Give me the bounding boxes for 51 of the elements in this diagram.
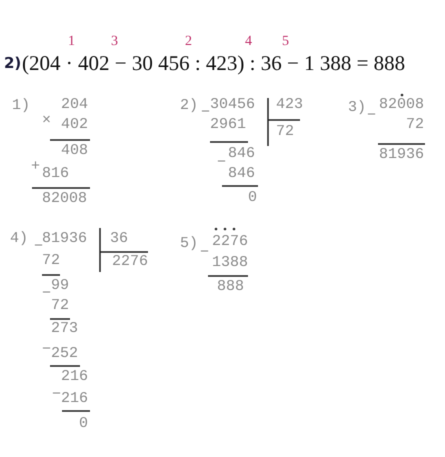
number: 0 bbox=[248, 190, 258, 205]
number: 81936 bbox=[42, 231, 88, 246]
step-label: 2) bbox=[180, 98, 198, 113]
number: 2961 bbox=[210, 117, 246, 132]
operation-sign: + bbox=[31, 159, 40, 174]
operation-sign: − bbox=[200, 245, 210, 260]
number: 2276 bbox=[112, 254, 148, 269]
number: 846 bbox=[228, 146, 256, 161]
number: 423 bbox=[276, 97, 304, 112]
number: 30456 bbox=[210, 97, 256, 112]
operation-sign: − bbox=[34, 239, 44, 254]
step-number: 2 bbox=[185, 35, 192, 49]
task-number: 2) bbox=[4, 56, 22, 71]
step-label: 1) bbox=[12, 98, 30, 113]
step-label: 4) bbox=[10, 231, 28, 246]
number: 273 bbox=[51, 321, 78, 336]
operation-sign: − bbox=[367, 108, 376, 123]
number: 36 bbox=[110, 231, 128, 246]
number: 816 bbox=[42, 166, 70, 181]
number: 82008 bbox=[42, 191, 88, 206]
operation-sign: − bbox=[201, 105, 210, 120]
number: 82008 bbox=[379, 97, 424, 112]
number: 216 bbox=[61, 369, 88, 384]
number: 72 bbox=[276, 124, 294, 139]
step-number: 1 bbox=[68, 35, 75, 49]
number: 1388 bbox=[212, 255, 248, 270]
step-number: 4 bbox=[245, 35, 252, 49]
operation-sign: − bbox=[217, 155, 226, 170]
operation-sign: − bbox=[42, 342, 52, 357]
number: 81936 bbox=[379, 147, 424, 162]
number: 72 bbox=[42, 253, 60, 268]
operation-sign: − bbox=[42, 286, 52, 301]
number: 216 bbox=[61, 391, 88, 406]
number: 72 bbox=[406, 117, 424, 132]
number: 72 bbox=[51, 298, 70, 313]
step-label: 5) bbox=[180, 236, 198, 251]
number: 252 bbox=[51, 346, 78, 361]
number: 99 bbox=[51, 278, 70, 293]
number: 402 bbox=[61, 117, 88, 132]
number: 846 bbox=[228, 166, 256, 181]
operation-sign: − bbox=[52, 387, 62, 402]
number: 408 bbox=[61, 143, 88, 158]
number: 204 bbox=[61, 97, 88, 112]
step-label: 3) bbox=[348, 100, 366, 115]
number: 2276 bbox=[212, 234, 248, 249]
number: 888 bbox=[217, 279, 244, 294]
operation-sign: × bbox=[42, 113, 52, 128]
expression: (204 · 402 − 30 456 : 423) : 36 − 1 388 = 888 bbox=[22, 53, 406, 74]
step-number: 5 bbox=[282, 35, 289, 49]
number: 0 bbox=[79, 416, 88, 431]
step-number: 3 bbox=[111, 35, 118, 49]
